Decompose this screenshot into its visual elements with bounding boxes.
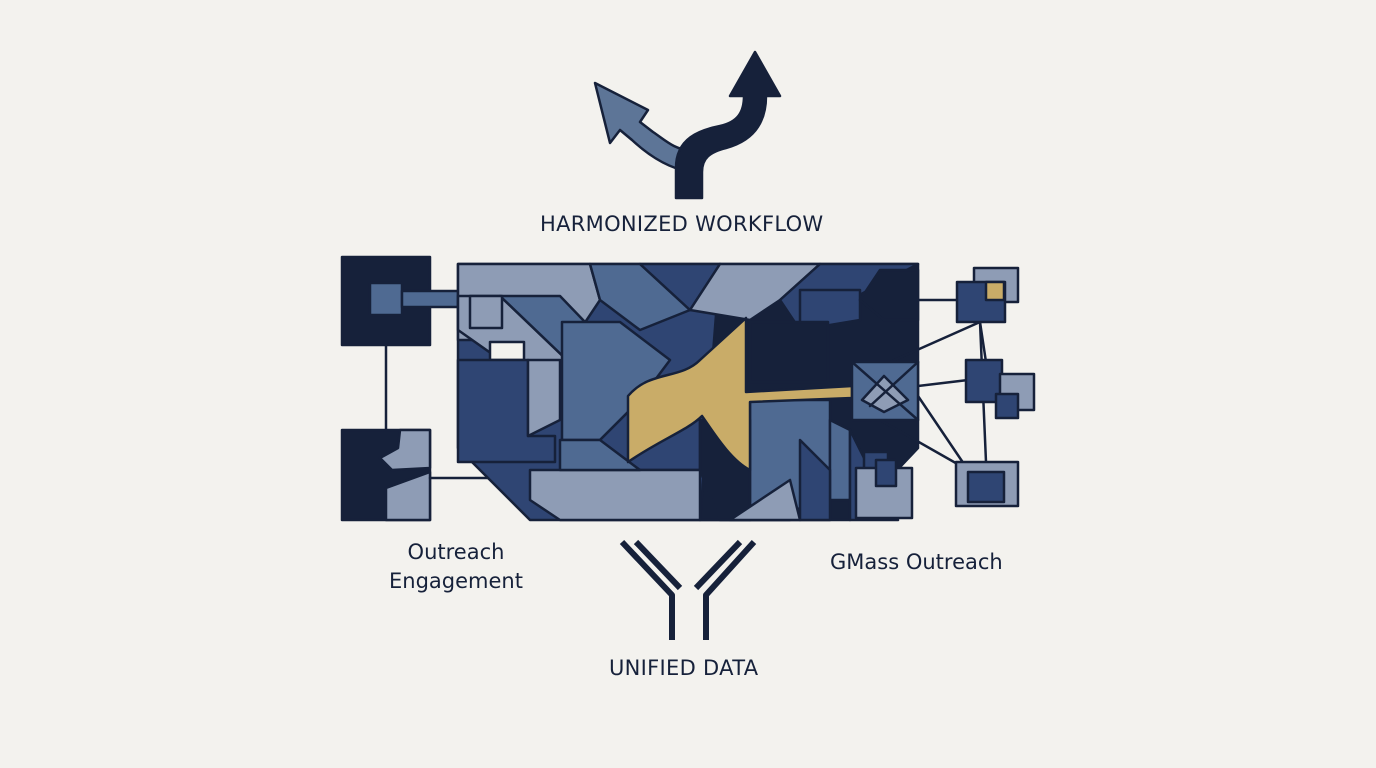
right-network xyxy=(850,266,1036,520)
gold-flow xyxy=(626,316,854,472)
label-outreach-engagement: Outreach Engagement xyxy=(386,538,526,596)
left-node-bottom xyxy=(340,428,432,522)
label-harmonized-workflow: HARMONIZED WORKFLOW xyxy=(540,212,824,236)
split-arrows-icon xyxy=(593,50,782,200)
label-outreach-line1: Outreach xyxy=(407,540,505,564)
label-outreach-line2: Engagement xyxy=(389,569,523,593)
label-unified-data: UNIFIED DATA xyxy=(609,656,759,680)
label-gmass-outreach: GMass Outreach xyxy=(830,550,1003,574)
merge-funnel-icon xyxy=(619,539,757,640)
